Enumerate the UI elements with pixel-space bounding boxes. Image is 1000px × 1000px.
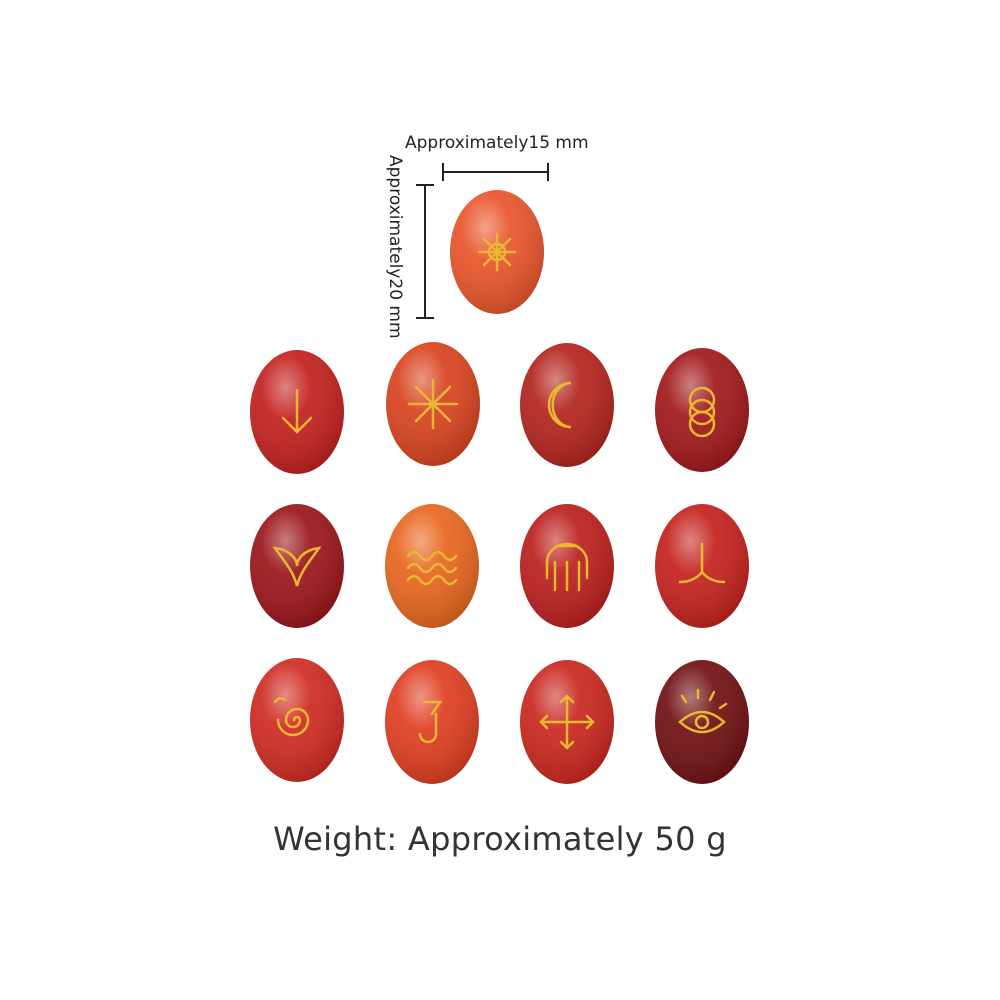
- stone-5: [655, 348, 749, 472]
- triple-circle-icon: [688, 386, 716, 438]
- stone-gloss: [250, 658, 344, 782]
- weight-caption: Weight: Approximately 50 g: [273, 820, 727, 858]
- stones-group: [250, 190, 749, 784]
- stone-11: [385, 660, 479, 784]
- stone-6: [250, 504, 344, 628]
- all-seeing-eye-icon: [678, 688, 728, 734]
- stone-8: [520, 504, 614, 628]
- crescent-moon-icon: [547, 381, 572, 429]
- earth-root-icon: [678, 542, 726, 584]
- width-dimension-line: [442, 163, 549, 181]
- stone-7: [385, 504, 479, 628]
- height-dimension-line: [416, 184, 434, 319]
- stone-13: [655, 660, 749, 784]
- stone-3: [386, 342, 480, 466]
- stone-gloss: [520, 343, 614, 467]
- stone-1: [450, 190, 544, 314]
- stone-gloss: [655, 348, 749, 472]
- stone-2: [250, 350, 344, 474]
- stone-gloss: [385, 504, 479, 628]
- height-dimension-label: Approximately20 mm: [385, 155, 405, 339]
- stone-gloss: [385, 660, 479, 784]
- hook-icon: [418, 700, 443, 744]
- star-burst-icon: [407, 378, 459, 430]
- sun-icon: [477, 232, 517, 272]
- stone-12: [520, 660, 614, 784]
- stone-9: [655, 504, 749, 628]
- spiral-icon: [273, 697, 310, 737]
- stone-10: [250, 658, 344, 782]
- triquetra-icon: [272, 546, 322, 587]
- four-arrows-icon: [539, 694, 595, 750]
- stone-gloss: [655, 660, 749, 784]
- spirit-arch-icon: [545, 542, 589, 592]
- width-dimension-label: Approximately15 mm: [405, 133, 589, 153]
- arrow-down-icon: [281, 388, 313, 434]
- stone-4: [520, 343, 614, 467]
- water-waves-icon: [406, 550, 458, 586]
